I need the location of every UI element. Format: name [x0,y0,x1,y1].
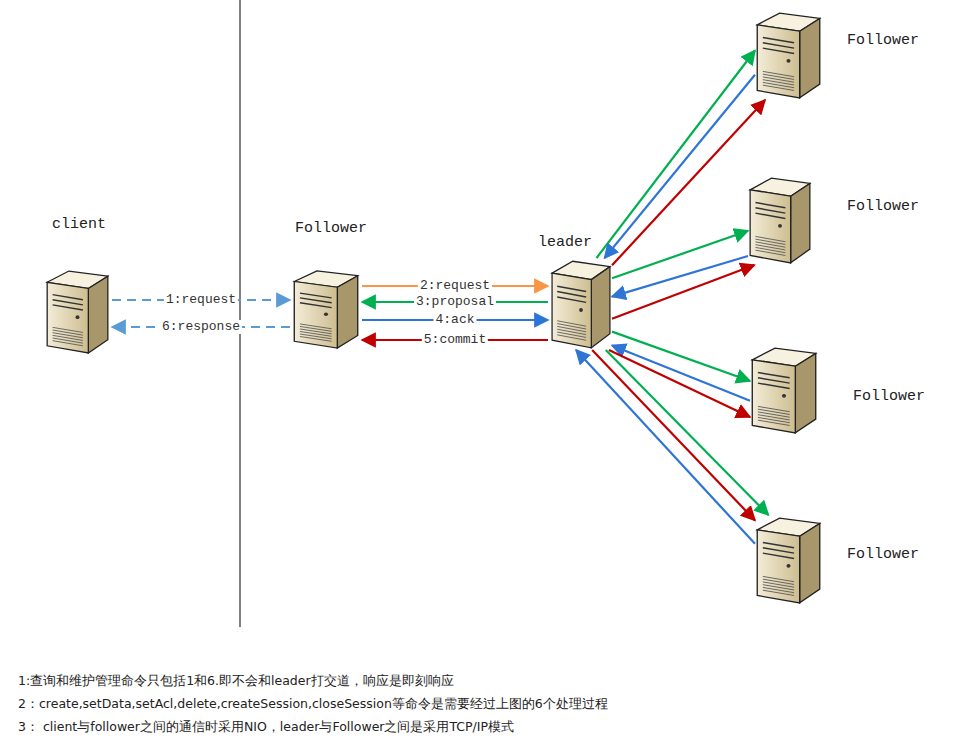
note-text: 2：create,setData,setAcl,delete,createSes… [18,695,608,712]
note-text: 3： client与follower之间的通信时采用NIO，leader与Fol… [18,718,514,735]
edge-label: 6:response [160,320,242,334]
message-arrow [576,350,755,544]
edge-label: 2:request [418,279,492,293]
message-arrow [592,350,755,520]
node-label: client [52,216,106,234]
message-arrow [605,75,755,258]
node-label: Follower [295,220,367,238]
node-label: Follower [853,388,925,406]
message-arrow [362,285,548,287]
server-node: Follower [755,515,822,605]
server-node: Follower [755,10,822,100]
server-node: Follower [750,345,818,435]
edge-label: 5:commit [422,333,488,347]
node-label: Follower [847,198,919,216]
note-text: 1:查询和维护管理命令只包括1和6.即不会和leader打交道，响应是即刻响应 [18,672,454,689]
edge-label: 4:ack [433,313,476,327]
server-node: Follower [292,268,360,350]
message-arrow [612,100,765,265]
message-arrow [606,350,769,515]
server-icon [755,515,822,605]
server-icon [755,10,822,100]
node-label: Follower [847,32,919,50]
message-arrow [362,339,548,341]
divider-line [239,0,241,627]
message-arrow [112,299,290,301]
server-icon [45,268,110,355]
edge-label: 1:request [164,293,238,307]
server-node: client [45,268,110,355]
message-arrow [597,51,756,259]
message-arrow [362,301,548,303]
server-node: Follower [748,175,812,265]
node-label: leader [538,234,592,252]
server-icon [748,175,812,265]
server-icon [550,258,612,350]
server-node: leader [550,258,612,350]
edge-label: 3:proposal [414,295,496,309]
server-icon [292,268,360,350]
message-arrow [112,326,290,328]
message-arrow [612,265,754,319]
message-arrow [362,319,548,321]
server-icon [750,345,818,435]
message-arrow [612,256,748,297]
node-label: Follower [847,546,919,564]
message-arrow [612,231,748,278]
